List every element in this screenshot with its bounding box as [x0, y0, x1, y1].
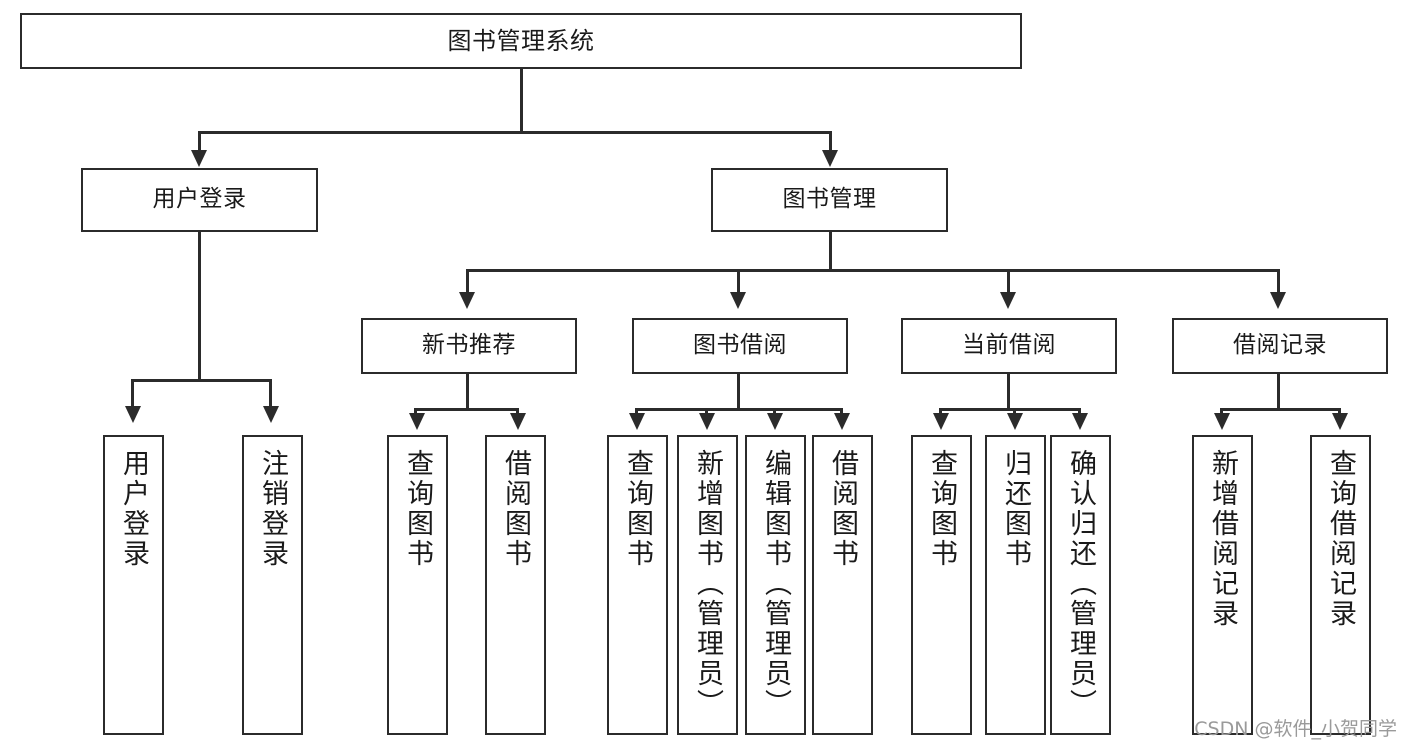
- node-leaf-query-book-borrow-label: 查询图书: [622, 449, 653, 569]
- arrow-to-leaf-add-borrow-record: [1214, 413, 1230, 430]
- node-borrow-record-label: 借阅记录: [1233, 332, 1327, 359]
- node-leaf-return-book[interactable]: 归还图书: [985, 435, 1046, 735]
- node-leaf-logout-label: 注销登录: [257, 449, 288, 569]
- arrow-to-leaf-query-book-borrow: [629, 413, 645, 430]
- wire-bm-drop-1: [466, 269, 469, 295]
- wire-root-bus: [198, 131, 832, 134]
- node-new-book-recommend-label: 新书推荐: [422, 332, 516, 359]
- node-leaf-borrow-book-label: 借阅图书: [827, 449, 858, 569]
- wire-user-login-bus: [131, 379, 271, 382]
- arrow-to-current-borrow: [1000, 292, 1016, 309]
- node-leaf-query-borrow-record-label: 查询借阅记录: [1325, 449, 1356, 629]
- arrow-to-leaf-borrow-book-recommend: [510, 413, 526, 430]
- node-borrow-record[interactable]: 借阅记录: [1172, 318, 1388, 374]
- wire-current-trunk: [1007, 374, 1010, 410]
- wire-bm-drop-3: [1007, 269, 1010, 295]
- node-leaf-add-borrow-record-label: 新增借阅记录: [1207, 449, 1238, 629]
- arrow-to-leaf-borrow-book: [834, 413, 850, 430]
- wire-recommend-bus: [414, 408, 519, 411]
- node-leaf-confirm-return-admin-label: 确认归还（管理员）: [1065, 449, 1096, 719]
- wire-user-login-drop-1: [131, 379, 134, 411]
- node-leaf-confirm-return-admin[interactable]: 确认归还（管理员）: [1050, 435, 1111, 735]
- node-leaf-query-book-borrow[interactable]: 查询图书: [607, 435, 668, 735]
- arrow-to-leaf-return-book: [1007, 413, 1023, 430]
- node-leaf-query-book-recommend-label: 查询图书: [402, 449, 433, 569]
- node-book-borrow-label: 图书借阅: [693, 332, 787, 359]
- node-leaf-user-login-label: 用户登录: [118, 449, 149, 569]
- wire-user-login-trunk: [198, 232, 201, 380]
- wire-borrow-bus: [635, 408, 843, 411]
- node-leaf-borrow-book[interactable]: 借阅图书: [812, 435, 873, 735]
- node-book-management-label: 图书管理: [782, 186, 877, 213]
- node-root-system[interactable]: 图书管理系统: [20, 13, 1022, 69]
- arrow-to-leaf-logout: [263, 406, 279, 423]
- node-current-borrow[interactable]: 当前借阅: [901, 318, 1117, 374]
- node-leaf-borrow-book-recommend[interactable]: 借阅图书: [485, 435, 546, 735]
- arrow-to-borrow-record: [1270, 292, 1286, 309]
- wire-bm-drop-4: [1277, 269, 1280, 295]
- wire-root-trunk: [520, 69, 523, 132]
- wire-root-to-book-management: [829, 131, 832, 156]
- node-leaf-add-book-admin[interactable]: 新增图书（管理员）: [677, 435, 738, 735]
- wire-book-management-bus: [466, 269, 1280, 272]
- wire-bm-drop-2: [737, 269, 740, 295]
- node-user-login[interactable]: 用户登录: [81, 168, 318, 232]
- node-leaf-query-book-current[interactable]: 查询图书: [911, 435, 972, 735]
- arrow-to-new-book-recommend: [459, 292, 475, 309]
- node-root-system-label: 图书管理系统: [447, 26, 595, 55]
- node-leaf-edit-book-admin-label: 编辑图书（管理员）: [760, 449, 791, 719]
- arrow-to-leaf-user-login: [125, 406, 141, 423]
- node-leaf-user-login[interactable]: 用户登录: [103, 435, 164, 735]
- node-leaf-borrow-book-recommend-label: 借阅图书: [500, 449, 531, 569]
- arrow-to-leaf-query-book-current: [933, 413, 949, 430]
- arrow-to-leaf-query-book-recommend: [409, 413, 425, 430]
- wire-record-bus: [1220, 408, 1341, 411]
- arrow-to-leaf-query-borrow-record: [1332, 413, 1348, 430]
- node-leaf-query-book-current-label: 查询图书: [926, 449, 957, 569]
- wire-root-to-user-login: [198, 131, 201, 156]
- node-leaf-return-book-label: 归还图书: [1000, 449, 1031, 569]
- node-current-borrow-label: 当前借阅: [962, 332, 1056, 359]
- node-new-book-recommend[interactable]: 新书推荐: [361, 318, 577, 374]
- arrow-to-leaf-confirm-return-admin: [1072, 413, 1088, 430]
- node-book-management[interactable]: 图书管理: [711, 168, 948, 232]
- arrow-to-leaf-edit-book-admin: [767, 413, 783, 430]
- wire-user-login-drop-2: [269, 379, 272, 411]
- node-leaf-edit-book-admin[interactable]: 编辑图书（管理员）: [745, 435, 806, 735]
- wire-current-bus: [939, 408, 1081, 411]
- wire-book-management-trunk: [829, 232, 832, 270]
- node-leaf-query-borrow-record[interactable]: 查询借阅记录: [1310, 435, 1371, 735]
- wire-borrow-trunk: [737, 374, 740, 410]
- arrow-root-to-user-login: [191, 150, 207, 167]
- arrow-to-leaf-add-book-admin: [699, 413, 715, 430]
- node-leaf-add-book-admin-label: 新增图书（管理员）: [692, 449, 723, 719]
- node-leaf-logout[interactable]: 注销登录: [242, 435, 303, 735]
- arrow-root-to-book-management: [822, 150, 838, 167]
- node-leaf-add-borrow-record[interactable]: 新增借阅记录: [1192, 435, 1253, 735]
- wire-record-trunk: [1277, 374, 1280, 410]
- node-user-login-label: 用户登录: [152, 186, 247, 213]
- node-book-borrow[interactable]: 图书借阅: [632, 318, 848, 374]
- wire-recommend-trunk: [466, 374, 469, 410]
- node-leaf-query-book-recommend[interactable]: 查询图书: [387, 435, 448, 735]
- arrow-to-book-borrow: [730, 292, 746, 309]
- csdn-watermark: CSDN @软件_小贺同学: [1194, 718, 1397, 740]
